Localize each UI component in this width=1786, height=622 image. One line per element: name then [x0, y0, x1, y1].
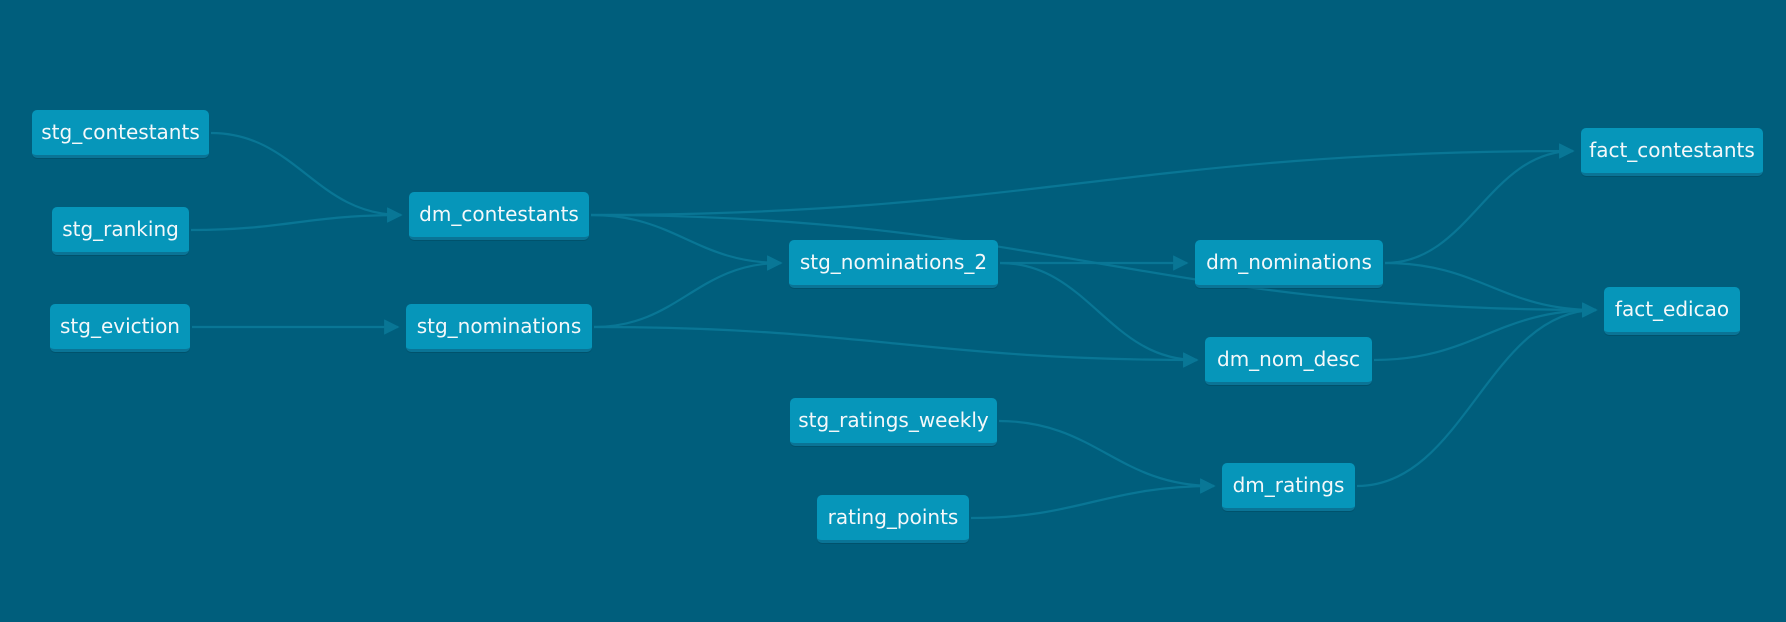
node-stg-nominations-2[interactable]: stg_nominations_2	[789, 240, 998, 288]
node-stg-nominations[interactable]: stg_nominations	[406, 304, 592, 352]
edge-dm_contestants-to-stg_nominations_2	[590, 213, 783, 271]
node-dm-ratings[interactable]: dm_ratings	[1222, 463, 1355, 511]
edge-dm_contestants-to-fact_contestants	[590, 143, 1575, 217]
node-rating-points[interactable]: rating_points	[817, 495, 969, 543]
node-stg-contestants[interactable]: stg_contestants	[32, 110, 209, 158]
edge-stg_nominations-to-stg_nominations_2	[593, 255, 783, 329]
node-dm-nominations[interactable]: dm_nominations	[1195, 240, 1383, 288]
node-fact-edicao[interactable]: fact_edicao	[1604, 287, 1740, 335]
node-stg-eviction[interactable]: stg_eviction	[50, 304, 190, 352]
edge-rating_points-to-dm_ratings	[970, 478, 1216, 520]
edge-dm_ratings-to-fact_edicao	[1356, 302, 1598, 488]
edge-dm_nominations-to-fact_contestants	[1384, 143, 1575, 265]
edge-dm_nominations-to-fact_edicao	[1384, 261, 1598, 318]
node-dm-nom-desc[interactable]: dm_nom_desc	[1205, 337, 1372, 385]
edge-stg_ratings_weekly-to-dm_ratings	[998, 419, 1216, 494]
edge-stg_nominations-to-dm_nom_desc	[593, 325, 1199, 368]
node-fact-contestants[interactable]: fact_contestants	[1581, 128, 1763, 176]
edge-dm_nom_desc-to-fact_edicao	[1373, 302, 1598, 362]
node-stg-ranking[interactable]: stg_ranking	[52, 207, 189, 255]
node-dm-contestants[interactable]: dm_contestants	[409, 192, 589, 240]
edge-stg_nominations_2-to-dm_nom_desc	[999, 261, 1199, 368]
edge-stg_contestants-to-dm_contestants	[210, 131, 403, 223]
edge-stg_ranking-to-dm_contestants	[190, 207, 403, 232]
node-stg-ratings-weekly[interactable]: stg_ratings_weekly	[790, 398, 997, 446]
